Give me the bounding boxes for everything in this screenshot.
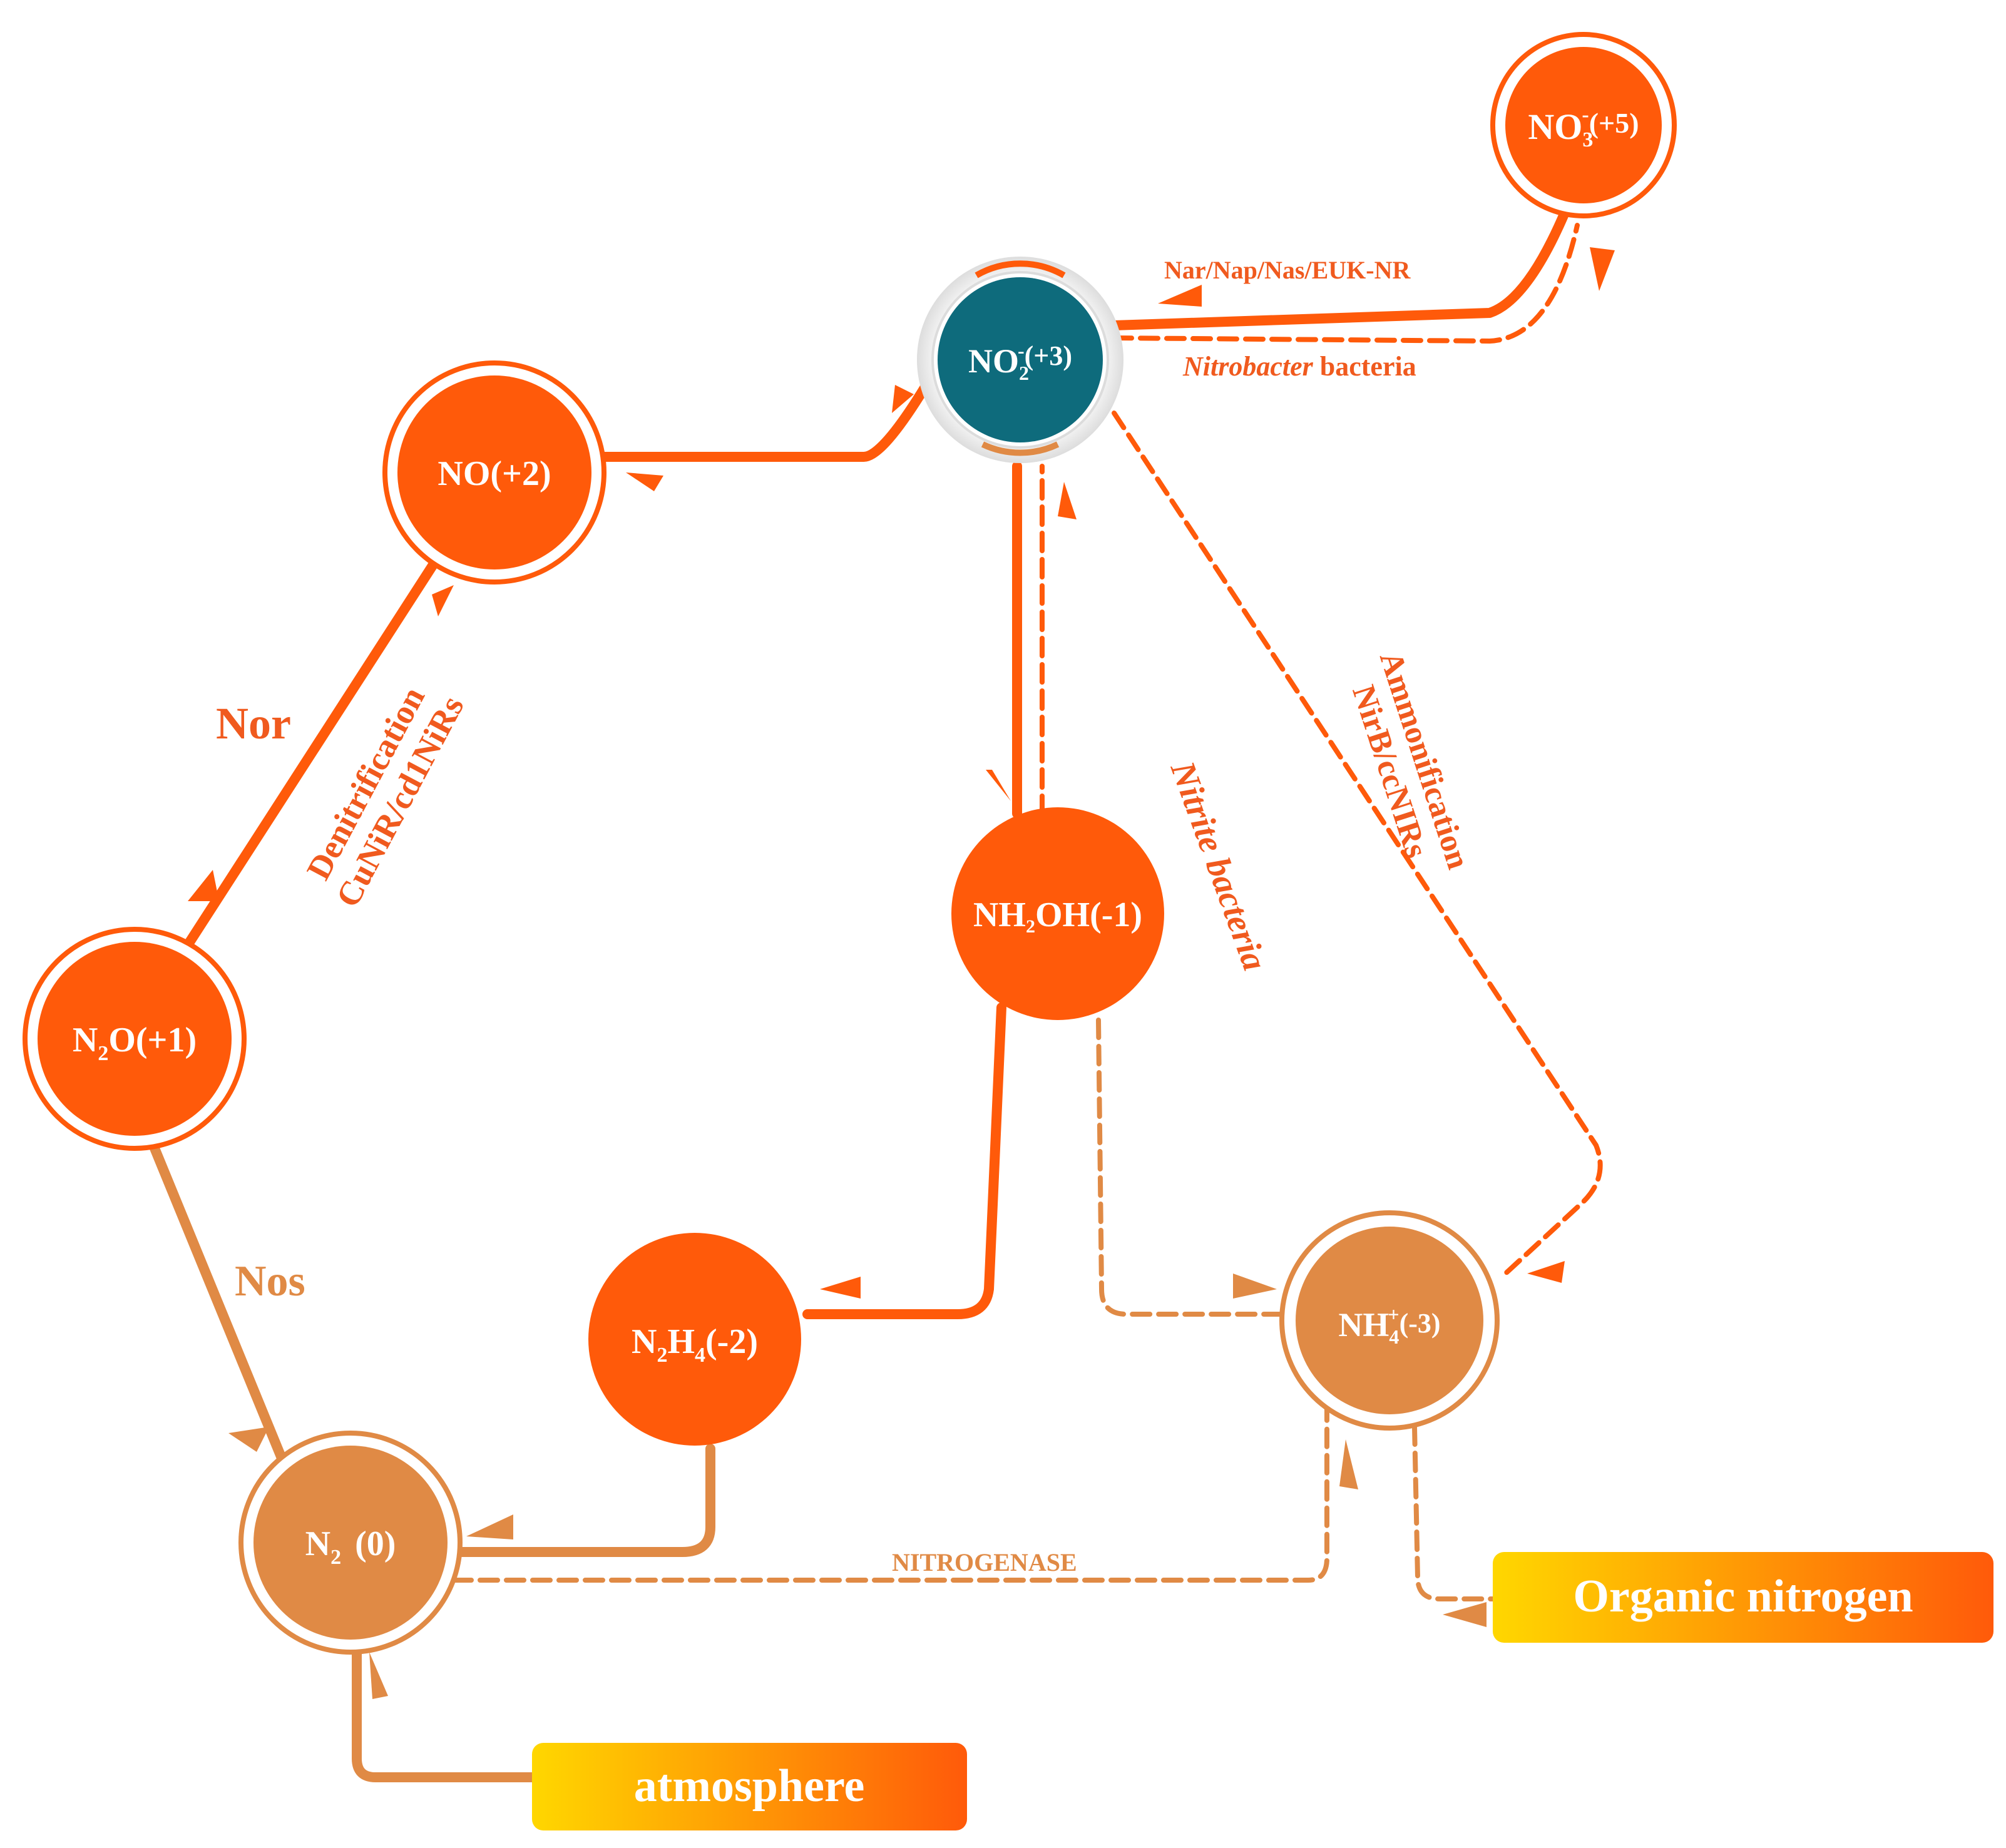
arrowhead-nh2oh-down <box>986 770 1011 801</box>
arrowheads-tan <box>228 1274 1487 1699</box>
node-n2h4-label: N <box>632 1322 657 1361</box>
svg-text:NH4+(-3): NH4+(-3) <box>1338 1303 1440 1348</box>
edge-no2-to-nh4-dashed <box>1112 411 1603 1279</box>
node-nh2oh-rest: OH(-1) <box>1035 896 1142 934</box>
atmosphere-label: atmosphere <box>634 1760 865 1812</box>
label-nitrite-bacteria-group: Nitrite bacteria <box>1163 756 1274 976</box>
node-no-label: NO(+2) <box>438 454 551 493</box>
node-n2[interactable]: N2 (0) <box>238 1431 463 1655</box>
edge-n2o-to-n2 <box>148 1140 287 1463</box>
node-no2[interactable]: NO2-(+3) <box>917 257 1123 463</box>
label-nitrite-bacteria: Nitrite bacteria <box>1163 756 1274 976</box>
node-no3-ox: (+5) <box>1589 107 1639 139</box>
arrowhead-n2h4 <box>820 1277 861 1299</box>
dashed-orange-edges <box>1040 223 1603 1279</box>
arrowhead-organic <box>1443 1602 1487 1627</box>
node-nh2oh-sub: 2 <box>1026 916 1035 937</box>
arrowhead-no-n2o-top <box>432 585 454 616</box>
label-nitrogenase: NITROGENASE <box>892 1548 1077 1576</box>
svg-text:NH2OH(-1): NH2OH(-1) <box>973 896 1142 937</box>
organic-nitrogen-box[interactable]: Organic nitrogen <box>1493 1552 1993 1643</box>
arrowhead-no3-no2 <box>1158 285 1202 307</box>
label-nos: Nos <box>235 1257 305 1305</box>
label-nar: Nar/Nap/Nas/EUK-NR <box>1164 256 1411 284</box>
edge-n2-to-nh4-dashed <box>451 1399 1329 1583</box>
node-n2o-rest: O(+1) <box>108 1021 197 1059</box>
node-n2h4[interactable]: N2H4(-2) <box>588 1233 801 1446</box>
svg-text:N2(0): N2 (0) <box>305 1524 396 1569</box>
edge-no-to-n2o <box>183 552 443 950</box>
node-nh4[interactable]: NH4+(-3) <box>1279 1210 1500 1431</box>
edge-nh2oh-to-n2h4 <box>802 1003 1006 1319</box>
organic-nitrogen-label: Organic nitrogen <box>1573 1571 1913 1622</box>
node-no2-ox: (+3) <box>1025 340 1072 371</box>
label-ammonification-group: Ammonification NirB/ccNIRs <box>1345 647 1476 873</box>
arrowhead-n2h4-n2 <box>466 1514 513 1539</box>
node-nh2oh-label: NH <box>973 896 1026 934</box>
solid-orange-edges <box>183 208 1570 1319</box>
label-denitrification-group: Denitrification CuNiR/cd1NiRs <box>299 681 471 913</box>
arrowhead-n2o-mid <box>188 870 219 901</box>
svg-text:NO3-(+5): NO3-(+5) <box>1528 103 1639 151</box>
dashed-tan-edges <box>451 1018 1495 1601</box>
arrowhead-nh2oh-up <box>1058 482 1077 519</box>
arrowhead-no2-to-no-up <box>892 385 914 413</box>
atmosphere-box[interactable]: atmosphere <box>532 1743 967 1830</box>
node-no3-label: NO <box>1528 106 1582 147</box>
arrowhead-nh4-ammonif <box>1527 1261 1565 1283</box>
node-no2-sub: 2 <box>1019 362 1029 384</box>
node-n2o-sub: 2 <box>98 1042 108 1065</box>
node-n2o-label: N <box>73 1021 98 1059</box>
node-nh4-label: NH <box>1338 1306 1389 1344</box>
svg-text:N2H4(-2): N2H4(-2) <box>632 1322 758 1367</box>
solid-tan-edges <box>148 1140 715 1782</box>
node-nh4-ox: (-3) <box>1400 1308 1441 1339</box>
node-n2h4-sub2: 4 <box>695 1344 705 1367</box>
node-n2h4-sub: 2 <box>657 1344 667 1367</box>
label-nitrobacter-rest: bacteria <box>1313 351 1416 382</box>
label-nitrobacter: Nitrobacter bacteria <box>1182 351 1416 382</box>
node-n2h4-rest: (-2) <box>705 1322 758 1361</box>
node-n2-label: N <box>305 1524 330 1563</box>
edge-atmosphere-to-n2 <box>352 1635 540 1782</box>
edge-nh2oh-to-nh4-dashed <box>1096 1018 1292 1317</box>
edge-no3-to-no2 <box>1109 208 1570 330</box>
label-nor: Nor <box>216 698 291 748</box>
node-nh4-sub: 4 <box>1389 1325 1399 1348</box>
svg-text:N2O(+1): N2O(+1) <box>73 1021 197 1065</box>
node-nh4-sup: + <box>1388 1303 1399 1325</box>
node-no2-sup: - <box>1018 339 1025 362</box>
node-nh2oh[interactable]: NH2OH(-1) <box>951 807 1164 1020</box>
arrowhead-n2o-n2 <box>228 1427 269 1452</box>
node-no3[interactable]: NO3-(+5) <box>1490 32 1677 218</box>
edge-n2h4-to-n2 <box>446 1444 715 1557</box>
arrowhead-atmosphere <box>369 1652 388 1699</box>
node-n2-sub: 2 <box>330 1546 341 1569</box>
node-n2-rest: (0) <box>355 1524 396 1563</box>
node-no[interactable]: NO(+2) <box>382 360 606 585</box>
node-no3-sup: - <box>1582 103 1589 126</box>
arrowhead-no2-no <box>626 472 663 491</box>
arrowheads-orange <box>188 247 1615 1299</box>
arrowhead-nitrogenase <box>1339 1439 1358 1489</box>
node-n2h4-mid: H <box>667 1322 695 1361</box>
label-nitrobacter-italic: Nitrobacter <box>1182 351 1314 382</box>
arrowhead-nh2oh-nh4 <box>1233 1274 1277 1299</box>
edge-no2-to-no <box>583 380 931 462</box>
edge-nh4-to-organic-dashed <box>1412 1424 1495 1601</box>
node-n2o[interactable]: N2O(+1) <box>23 927 247 1151</box>
edge-no2-to-no3-dashed <box>1112 223 1580 344</box>
node-no2-label: NO <box>968 342 1019 380</box>
node-no3-sub: 3 <box>1582 128 1593 151</box>
arrowhead-no2-no3 <box>1590 247 1615 291</box>
svg-text:NO2-(+3): NO2-(+3) <box>968 339 1072 384</box>
